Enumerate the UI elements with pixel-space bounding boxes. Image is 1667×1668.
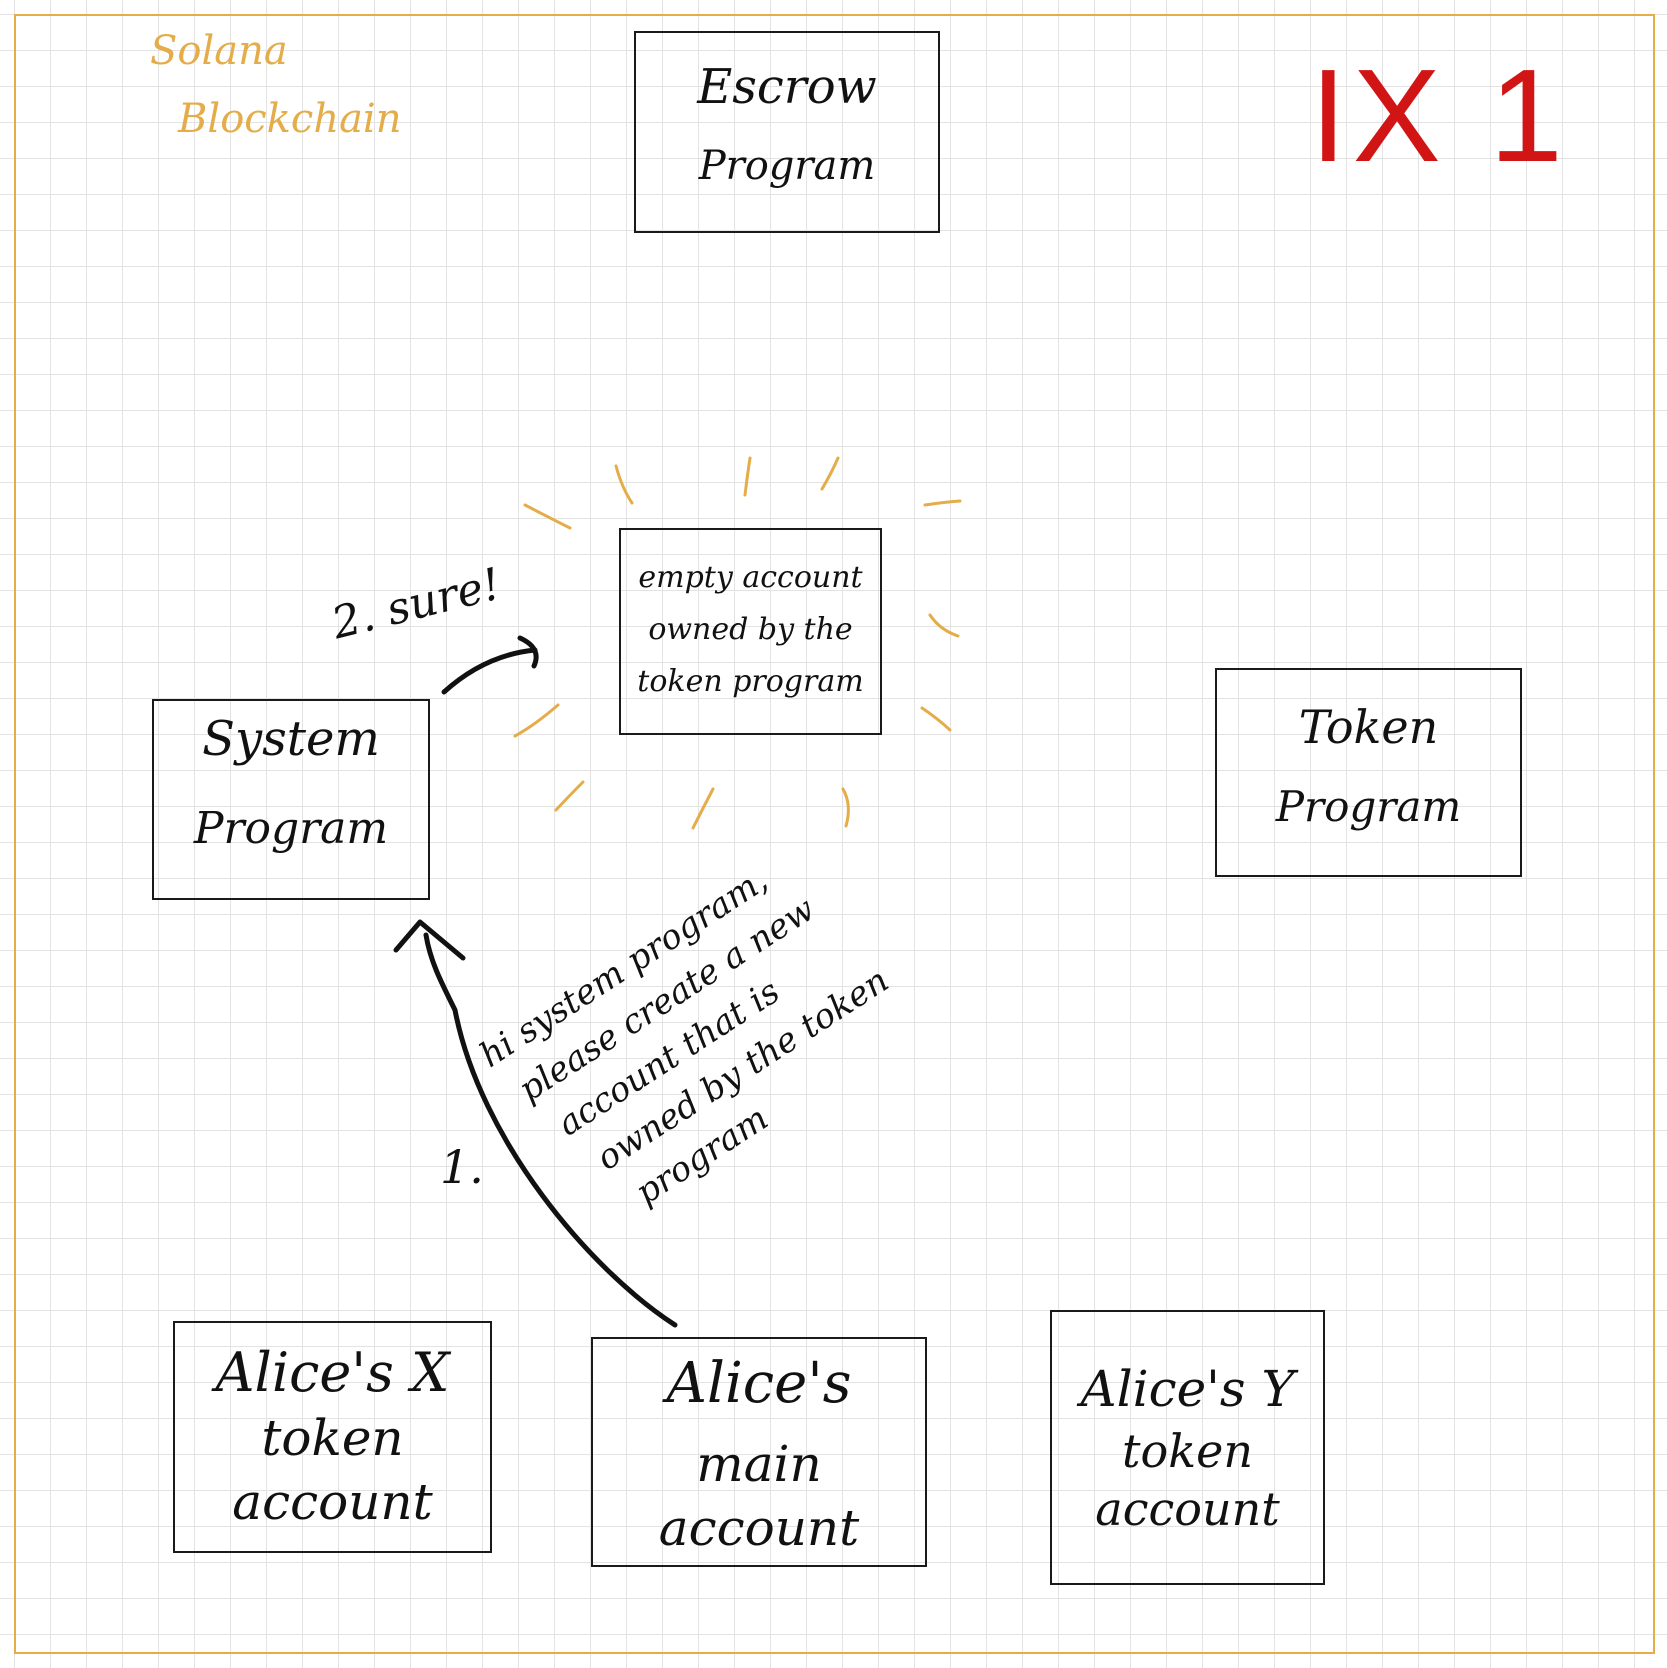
alice-x-token-line2: token bbox=[261, 1409, 404, 1467]
step1-label: 1. bbox=[440, 1140, 484, 1194]
empty-account-line1: empty account bbox=[638, 560, 863, 595]
alice-y-token-line2: token bbox=[1122, 1424, 1253, 1478]
highlight-rays bbox=[513, 456, 962, 830]
empty-account-node: empty account owned by the token program bbox=[619, 528, 882, 735]
alice-x-token-account-node: Alice's X token account bbox=[173, 1321, 492, 1553]
canvas-label-line1: Solana bbox=[150, 28, 288, 74]
token-program-line1: Token bbox=[1298, 700, 1439, 754]
blockchain-frame bbox=[14, 14, 1655, 1654]
token-program-line2: Program bbox=[1275, 782, 1462, 831]
escrow-program-line1: Escrow bbox=[697, 59, 877, 115]
alice-main-account-node: Alice's main account bbox=[591, 1337, 927, 1567]
response-arrow bbox=[441, 635, 539, 695]
system-program-line1: System bbox=[202, 711, 380, 767]
request-arrow bbox=[393, 919, 678, 1328]
token-program-node: Token Program bbox=[1215, 668, 1522, 877]
alice-y-token-line3: account bbox=[1095, 1482, 1280, 1536]
alice-x-token-line1: Alice's X bbox=[215, 1341, 450, 1404]
system-program-node: System Program bbox=[152, 699, 430, 900]
alice-main-line3: account bbox=[658, 1499, 860, 1557]
canvas-label-line2: Blockchain bbox=[178, 96, 402, 142]
step-badge: IX 1 bbox=[1310, 42, 1569, 189]
alice-x-token-line3: account bbox=[232, 1473, 433, 1531]
empty-account-line2: owned by the bbox=[648, 612, 853, 647]
alice-main-line1: Alice's bbox=[666, 1351, 852, 1416]
alice-y-token-account-node: Alice's Y token account bbox=[1050, 1310, 1325, 1585]
system-program-line2: Program bbox=[193, 803, 389, 854]
escrow-program-node: Escrow Program bbox=[634, 31, 940, 233]
empty-account-line3: token program bbox=[637, 664, 864, 699]
alice-main-line2: main bbox=[696, 1435, 822, 1493]
escrow-program-line2: Program bbox=[698, 143, 876, 189]
alice-y-token-line1: Alice's Y bbox=[1080, 1360, 1295, 1418]
